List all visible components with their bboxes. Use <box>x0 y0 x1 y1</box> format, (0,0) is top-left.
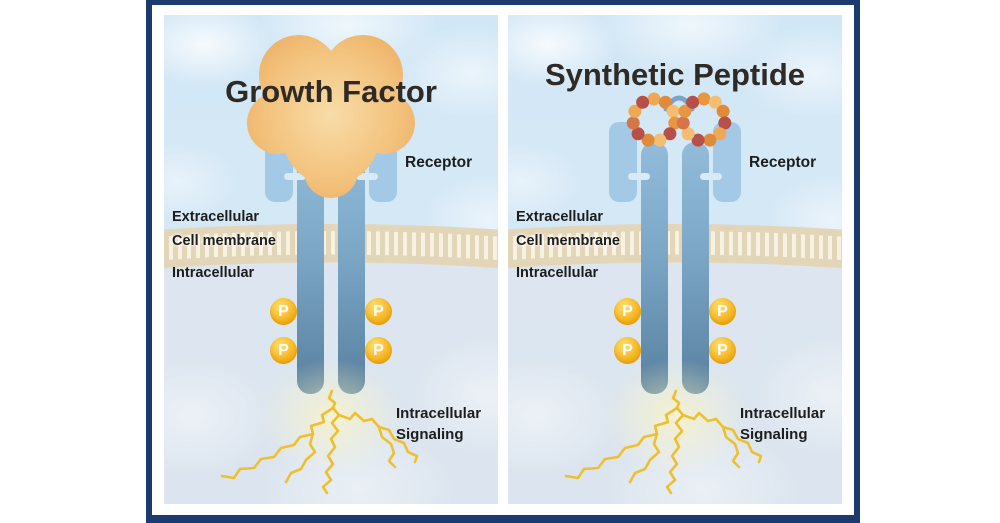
phosphate-badge: P <box>709 337 736 364</box>
panel-title: Synthetic Peptide <box>544 57 806 92</box>
receptor-arm-right <box>713 122 741 202</box>
receptor-stem-left <box>641 142 668 394</box>
synthetic-peptide-graphics <box>508 92 842 495</box>
phosphate-badge: P <box>365 298 392 325</box>
cell-membrane-label: Cell membrane <box>516 233 620 249</box>
peptide-bead <box>718 116 732 130</box>
receptor-stem-left <box>297 142 324 394</box>
signaling-squiggles <box>564 389 763 495</box>
peptide-bead <box>647 92 661 106</box>
peptide-ring-left <box>626 92 682 147</box>
growth-factor-graphics <box>164 35 498 495</box>
peptide-bead <box>636 95 650 109</box>
receptor-label: Receptor <box>405 154 473 171</box>
phosphate-badge: P <box>709 298 736 325</box>
peptide-bead <box>631 127 645 141</box>
peptide-bead <box>686 95 700 109</box>
phosphate-badge: P <box>365 337 392 364</box>
peptide-bead <box>641 133 655 147</box>
extracellular-label: Extracellular <box>516 209 604 225</box>
cell-membrane-band <box>164 224 498 268</box>
peptide-bead <box>703 133 717 147</box>
peptide-bead <box>658 95 672 109</box>
diagram-frame: Growth Factor Receptor Extracellular Cel… <box>146 0 860 523</box>
peptide-bead <box>681 127 695 141</box>
signaling-squiggles <box>220 389 419 495</box>
peptide-bead <box>676 116 690 130</box>
peptide-bead <box>653 133 667 147</box>
peptide-bead <box>626 116 640 130</box>
signaling-glow <box>260 359 404 475</box>
phosphate-badge: P <box>614 337 641 364</box>
peptide-bead <box>663 127 677 141</box>
peptide-bead <box>628 104 642 118</box>
receptor-stem-right <box>338 142 365 394</box>
signaling-line1: Intracellular <box>396 405 482 422</box>
receptor-stem-right <box>682 142 709 394</box>
intracellular-label: Intracellular <box>516 265 599 281</box>
peptide-bead <box>708 95 722 109</box>
receptor-notch-right <box>356 173 378 180</box>
phosphate-badge: P <box>614 298 641 325</box>
diagram-inner: Growth Factor Receptor Extracellular Cel… <box>152 5 854 515</box>
peptide-bead <box>666 104 680 118</box>
cell-membrane-label: Cell membrane <box>172 233 276 249</box>
intracellular-signaling-label: Intracellular Signaling <box>396 403 481 445</box>
cell-membrane-band <box>508 224 842 268</box>
receptor-arm-left <box>609 122 637 202</box>
peptide-bead <box>678 104 692 118</box>
panel-title: Growth Factor <box>225 74 437 109</box>
intracellular-label: Intracellular <box>172 265 255 281</box>
peptide-bead <box>713 127 727 141</box>
receptor-notch-right <box>700 173 722 180</box>
phosphate-badge: P <box>270 337 297 364</box>
peptide-bead <box>716 104 730 118</box>
intracellular-signaling-label: Intracellular Signaling <box>740 403 825 445</box>
synthetic-peptide-panel: Synthetic Peptide Receptor Extracellular… <box>508 15 842 504</box>
receptor-label: Receptor <box>749 154 817 171</box>
signaling-line1: Intracellular <box>740 405 826 422</box>
phosphate-badge: P <box>270 298 297 325</box>
signaling-line2: Signaling <box>740 426 808 443</box>
receptor-notch-left <box>628 173 650 180</box>
receptor-notch-left <box>284 173 306 180</box>
growth-factor-panel: Growth Factor Receptor Extracellular Cel… <box>164 15 498 504</box>
signaling-line2: Signaling <box>396 426 464 443</box>
peptide-bead <box>697 92 711 106</box>
peptide-ring-right <box>676 92 732 147</box>
signaling-glow <box>604 359 748 475</box>
growth-factor-blob <box>247 35 415 198</box>
extracellular-label: Extracellular <box>172 209 260 225</box>
peptide-bead <box>691 133 705 147</box>
